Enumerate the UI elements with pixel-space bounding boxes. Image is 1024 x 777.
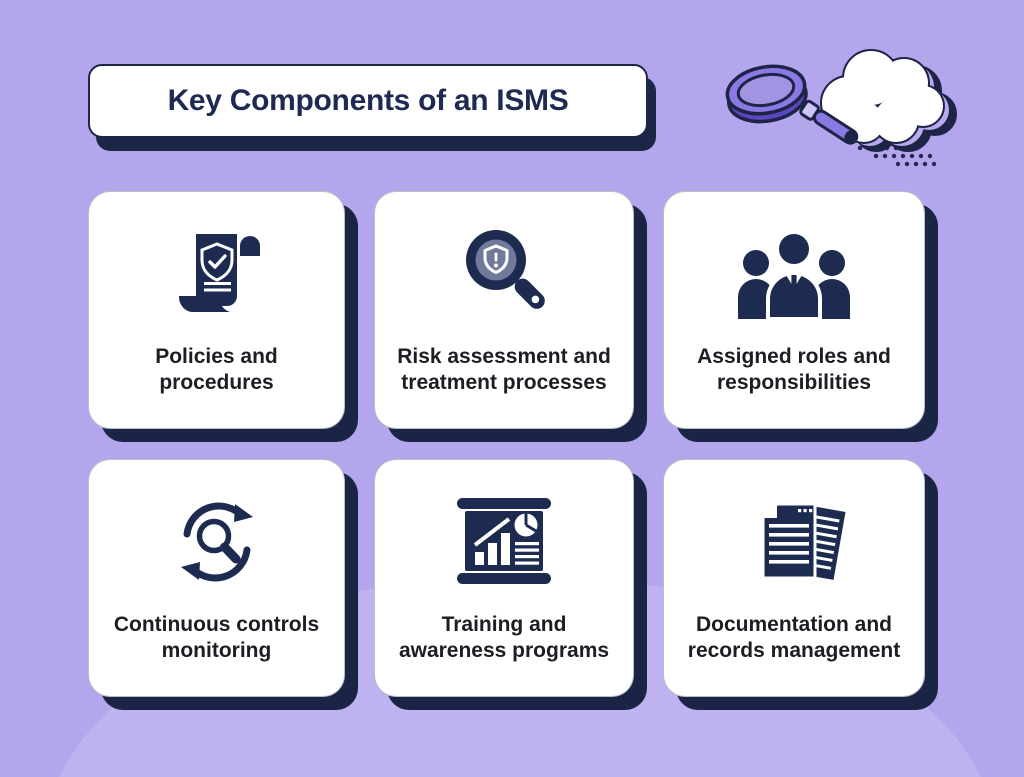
- documents-icon: [761, 500, 849, 584]
- page-title: Key Components of an ISMS: [167, 84, 569, 117]
- cloud-and-magnifier-illustration: [708, 28, 964, 178]
- card-policies-and-procedures: Policies and procedures: [88, 191, 345, 429]
- cloud-magnifier-icon: [725, 49, 957, 167]
- card-training-awareness: Training and awareness programs: [374, 459, 634, 697]
- policy-scroll-icon: [178, 234, 260, 313]
- card-label: Assigned roles and responsibilities: [697, 345, 891, 395]
- card-continuous-monitoring: Continuous controls monitoring: [88, 459, 345, 697]
- card-label: Continuous controls monitoring: [113, 613, 320, 663]
- card-roles-responsibilities: Assigned roles and responsibilities: [663, 191, 925, 429]
- card-label: Documentation and records management: [687, 613, 901, 663]
- magnifier-illustration-part: [725, 64, 859, 145]
- card-label: Risk assessment and treatment processes: [397, 345, 611, 395]
- components-grid: Policies and procedures Risk assessment …: [88, 191, 926, 697]
- title-banner: Key Components of an ISMS: [88, 64, 648, 138]
- card-label: Policies and procedures: [155, 345, 278, 395]
- risk-magnifier-icon: [466, 230, 545, 309]
- team-icon: [738, 230, 850, 321]
- presentation-icon: [457, 498, 551, 584]
- card-label: Training and awareness programs: [398, 613, 610, 663]
- card-risk-assessment: Risk assessment and treatment processes: [374, 191, 634, 429]
- cycle-magnifier-icon: [180, 502, 253, 582]
- card-documentation-records: Documentation and records management: [663, 459, 925, 697]
